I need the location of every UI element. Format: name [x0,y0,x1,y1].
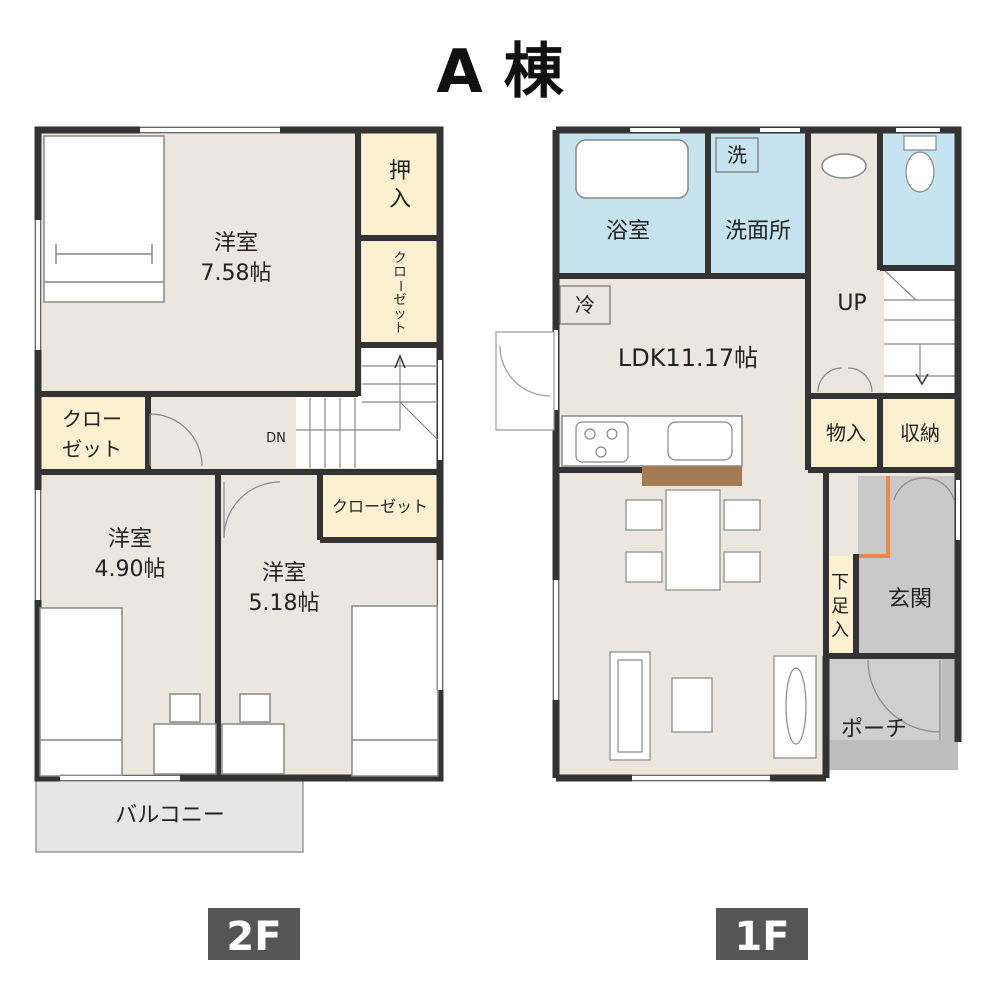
stair-arrow-down-icon [915,373,929,386]
closet-right-label: クローゼット [332,497,428,516]
oshiire-label-2: 入 [389,187,411,212]
bathtub [575,139,689,199]
entrance [858,476,956,654]
entrance-step [858,476,890,558]
bed-left [39,607,123,777]
balcony [35,779,304,853]
basin-icon [821,153,867,179]
closet-vertical-char: ー [392,279,407,292]
bedroom-main-label: 洋室 [214,231,258,256]
ldk-label: LDK11.17帖 [618,344,758,372]
counter-bar [642,466,742,486]
bedroom-left-label: 洋室 [108,527,152,552]
closet-left [40,398,146,470]
bath-label: 浴室 [606,219,650,244]
storage2 [884,398,956,468]
stair-lines-1f [883,269,956,380]
closet-vertical-label: ク ロ ー ゼ ッ ト [392,251,407,336]
doors-1f [817,367,955,740]
closet-vertical-char: ッ [393,307,406,322]
bay-window [495,331,555,431]
floor-badge-2f-label: 2F [226,914,281,960]
bedroom-left-size: 4.90帖 [95,557,166,582]
doors-2f [149,413,281,539]
closet-vertical-char: ト [393,321,406,336]
floor1-interior-walls [556,130,958,659]
bed-main [43,135,165,303]
shoe-label-3: 入 [831,620,849,641]
closet-vertical-char: ク [393,251,406,266]
dining-set [625,489,761,591]
stair-2f-lower [296,396,366,468]
up-label: UP [837,291,866,316]
floor-badge-1f-label: 1F [734,914,789,960]
bedroom-main-size: 7.58帖 [201,261,272,286]
fridge-box [559,285,611,325]
stair-down-label: DN [266,431,286,446]
bedroom-right-label: 洋室 [262,561,306,586]
floor-2: バルコニー [34,126,444,853]
shoe-label-2: 足 [831,596,849,617]
living-set [609,651,817,761]
floor2-interior-walls [38,130,440,778]
stair-lines-2f [296,360,439,468]
building-title: A 棟 [436,37,564,107]
washer-box [715,137,759,173]
desks-2f [153,693,285,775]
sink-icon [667,421,733,461]
window-frames-2f [34,126,444,782]
washroom-label: 洗面所 [725,219,791,244]
toilet-icon [903,135,937,193]
storage2-label: 収納 [900,421,940,445]
shoe-label-1: 下 [831,572,849,593]
oshiire [362,132,438,236]
entrance-label: 玄関 [888,587,932,612]
closet-vertical-char: ロ [393,265,406,280]
porch-label: ポーチ [841,717,907,742]
closet-left-label-2: ゼット [62,437,122,461]
storage [812,398,880,468]
windows-2f [36,128,442,780]
storage-label: 物入 [826,421,866,445]
bedroom-right-size: 5.18帖 [249,591,320,616]
floor-badge-2f: 2F [208,908,300,960]
closet-left-label-1: クロー [62,407,122,431]
balcony-label: バルコニー [115,803,225,828]
floor-badge-1f: 1F [716,908,808,960]
windows-1f [554,128,960,780]
closet-right [322,476,438,538]
washer-label: 洗 [727,143,747,167]
oshiire-label-1: 押 [389,159,411,184]
stair-arrow-icon [394,354,406,369]
closet-vertical-char: ゼ [393,293,406,308]
floor-1: 浴室 洗 洗面所 冷 LDK11.17帖 UP 物入 収納 下 足 入 玄関 ポ… [495,126,962,782]
bed-right [351,605,439,777]
stove-icon [575,421,629,463]
closet-vertical [362,242,438,342]
porch-inner [826,656,942,740]
window-frames-1f [552,580,770,782]
shoe-closet [826,556,854,654]
fridge-label: 冷 [575,293,595,317]
